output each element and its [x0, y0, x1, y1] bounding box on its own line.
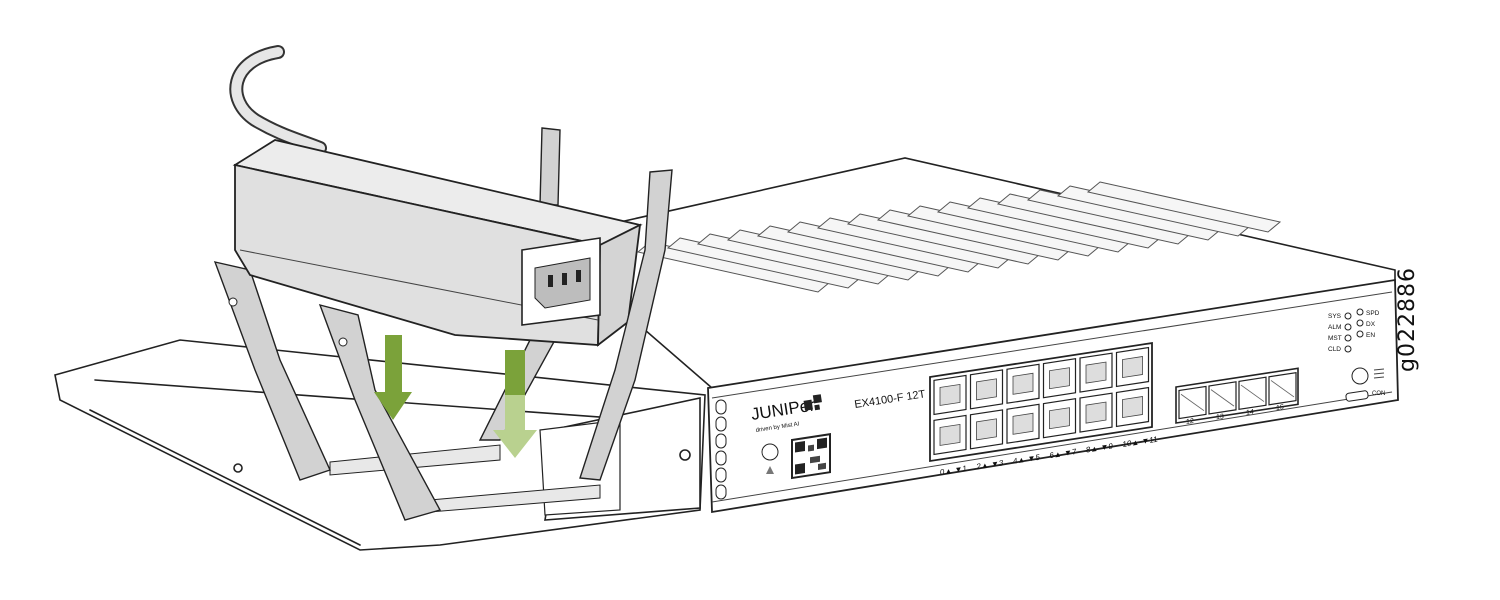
sfp-port[interactable]: [1178, 385, 1207, 420]
rj45-port[interactable]: [1079, 352, 1113, 393]
side-vent: [715, 416, 727, 432]
rj45-port[interactable]: [969, 409, 1004, 450]
sfp-port-block: [1175, 367, 1299, 424]
rj45-port[interactable]: [1115, 346, 1150, 388]
port-label: 4▲ ▼5: [1013, 453, 1040, 466]
sfp-port[interactable]: [1238, 376, 1267, 411]
rj45-port[interactable]: [969, 369, 1004, 410]
status-led-icon: [1356, 319, 1364, 327]
side-vent: [715, 467, 727, 483]
sfp-label: 12: [1186, 418, 1194, 426]
rj45-port[interactable]: [1042, 358, 1077, 399]
port-label: 2▲ ▼3: [977, 458, 1004, 471]
sfp-label: 13: [1216, 413, 1224, 421]
status-led-icon: [1344, 312, 1352, 320]
led-label: CLD: [1328, 346, 1341, 353]
arrow-down-icon: [374, 335, 412, 420]
sfp-port[interactable]: [1208, 381, 1237, 415]
ac-inlet: [521, 237, 601, 326]
led-label: DX: [1366, 321, 1376, 328]
warning-icon: [766, 466, 774, 474]
side-vent: [715, 450, 727, 466]
status-led-icon: [1344, 323, 1352, 331]
switch-chassis: [619, 157, 1399, 514]
figure-id: g022886: [1395, 267, 1420, 372]
status-led-icon: [1344, 345, 1352, 353]
rj45-port[interactable]: [1115, 386, 1150, 428]
led-label: ALM: [1328, 324, 1341, 331]
heatsink-fins: [636, 181, 1282, 293]
rj45-port[interactable]: [1042, 398, 1077, 439]
sfp-label: 15: [1276, 404, 1284, 412]
mode-button[interactable]: [1351, 367, 1369, 385]
status-led-icon: [1356, 308, 1364, 316]
console-label: CON: [1372, 391, 1385, 397]
led-label: SYS: [1328, 313, 1342, 320]
led-label: EN: [1366, 332, 1375, 339]
port-label: 8▲ ▼9: [1086, 442, 1113, 455]
strap-center: [318, 303, 442, 521]
port-label: 0▲ ▼1: [940, 464, 967, 477]
rj45-port[interactable]: [1006, 363, 1040, 404]
side-vent: [715, 484, 727, 500]
led-label: SPD: [1366, 310, 1380, 317]
side-vent: [715, 399, 727, 415]
strap-front: [579, 169, 673, 481]
port-label: 6▲ ▼7: [1050, 447, 1077, 460]
arrow-down-light-icon: [493, 350, 537, 458]
reset-button[interactable]: [761, 443, 779, 461]
status-led-icon: [1356, 330, 1364, 338]
side-vent: [715, 433, 727, 449]
power-adapter: [232, 139, 643, 347]
rj45-port[interactable]: [933, 414, 967, 456]
mode-lines-icon: [1373, 368, 1385, 379]
sfp-port[interactable]: [1268, 371, 1297, 406]
heatsink-fin: [1086, 181, 1282, 233]
rj45-port[interactable]: [1079, 392, 1113, 433]
logo-mark-icon: [803, 394, 822, 411]
sfp-label: 14: [1246, 409, 1254, 417]
rj45-port-block: [929, 341, 1153, 463]
status-led-icon: [1344, 334, 1352, 342]
led-label: MST: [1328, 335, 1342, 342]
qr-code: [791, 433, 831, 480]
rj45-port[interactable]: [1006, 403, 1040, 444]
rj45-port[interactable]: [933, 374, 967, 416]
console-port[interactable]: [1345, 390, 1369, 402]
